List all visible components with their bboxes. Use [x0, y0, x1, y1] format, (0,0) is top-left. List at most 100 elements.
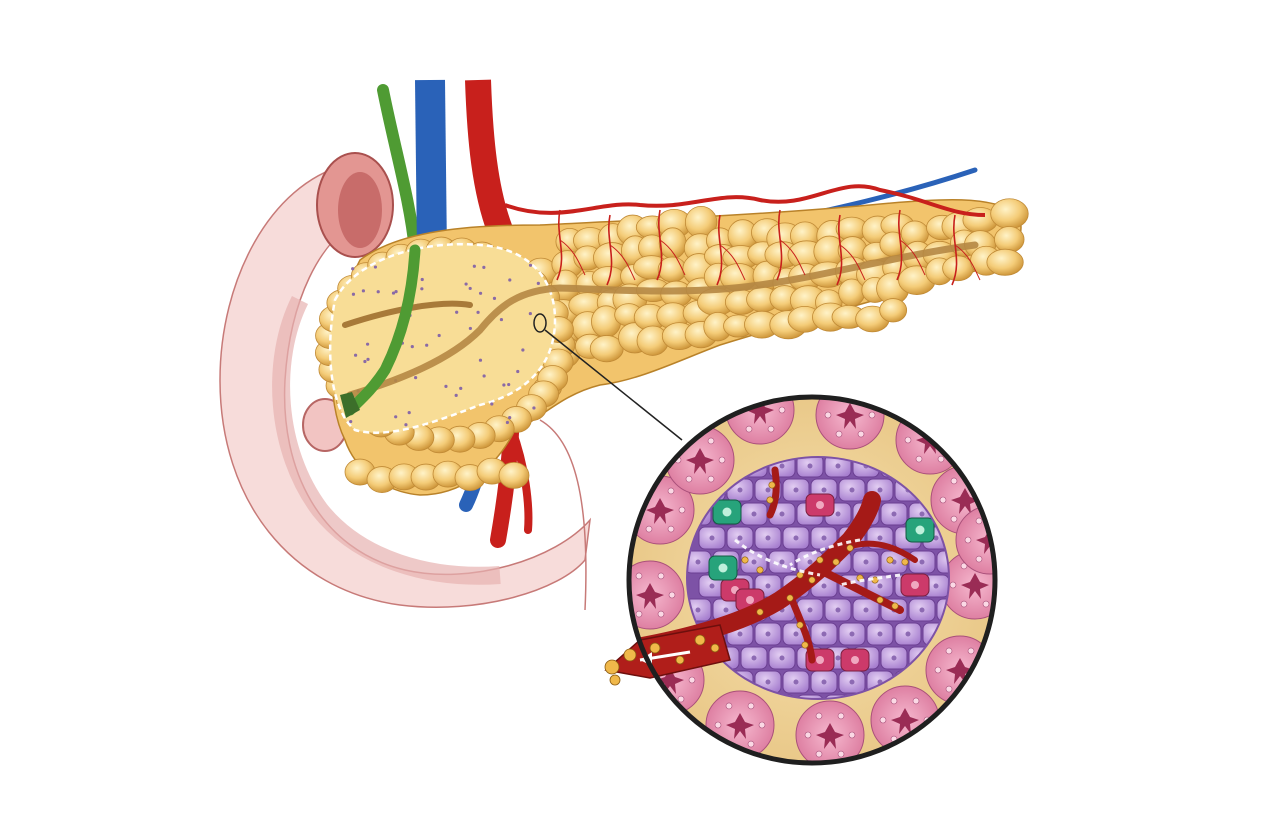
beta-cell-nucleus — [851, 656, 859, 664]
insulin-granule — [801, 641, 809, 649]
zymogen-granule — [915, 455, 923, 463]
stipple-dot — [476, 310, 480, 314]
zymogen-granule — [937, 455, 945, 463]
artery-twig — [609, 244, 636, 281]
stipple-dot — [351, 292, 356, 296]
stipple-dot — [353, 353, 358, 357]
zymogen-granule — [950, 515, 958, 523]
stipple-dot — [391, 291, 396, 295]
stipple-dot — [361, 289, 365, 293]
stipple-dot — [376, 290, 380, 294]
zymogen-granule — [677, 695, 685, 703]
stipple-dot — [365, 342, 370, 346]
stipple-dot — [478, 358, 483, 362]
stipple-dot — [468, 326, 472, 331]
stipple-dot — [508, 416, 512, 420]
duodenum-inner-fold — [272, 295, 501, 585]
stipple-dot — [407, 411, 411, 415]
islet-cell-nucleus — [709, 583, 715, 589]
zymogen-granule — [983, 496, 991, 504]
stipple-dot — [482, 265, 486, 269]
splenic-artery — [504, 184, 986, 217]
stipple-dot — [410, 345, 414, 349]
acinar-lumen — [656, 668, 684, 694]
stipple-dot — [508, 278, 512, 282]
zymogen-granule — [837, 750, 845, 758]
zymogen-granule — [707, 437, 715, 445]
artery-branch — [836, 214, 843, 286]
zymogen-granule — [718, 456, 726, 464]
islet-cell-nucleus — [779, 559, 785, 565]
stipple-dot — [351, 267, 355, 271]
insulin-granule — [816, 556, 824, 564]
islet-marker — [533, 313, 547, 333]
hepatic-artery — [465, 79, 513, 235]
stipple-dot — [394, 290, 398, 294]
duodenum-tail — [539, 419, 587, 611]
islet-cell-nucleus — [793, 631, 799, 637]
capillary-branch-2 — [786, 591, 816, 664]
islet-cell-nucleus — [751, 655, 757, 661]
delta-cell-nucleus — [722, 507, 732, 517]
stipple-dot — [454, 393, 458, 397]
insulin-granules — [741, 481, 909, 649]
outflow-granule — [710, 643, 720, 653]
islet-cell-nucleus — [835, 655, 841, 661]
islet-cell-nucleus — [877, 535, 883, 541]
zymogen-granule — [912, 697, 920, 705]
pancreas-lobule — [879, 298, 908, 323]
main-pancreatic-duct — [346, 241, 979, 399]
stipple-dot — [437, 333, 441, 338]
insulin-granule — [901, 558, 909, 566]
islet-cell-nucleus — [765, 631, 771, 637]
stipple-dot — [420, 287, 424, 291]
islet-cell-nucleus — [793, 535, 799, 541]
common-bile-duct — [344, 244, 421, 416]
stipple-dot — [490, 402, 494, 406]
islet-cell-nucleus — [919, 607, 925, 613]
islet-cell-nucleus — [709, 535, 715, 541]
stipple-dot — [482, 374, 486, 378]
islet-cell-nucleus — [737, 535, 743, 541]
accessory-duct — [342, 300, 473, 328]
zymogen-granule — [747, 702, 755, 710]
artery-twig — [559, 239, 586, 276]
artery-branch — [556, 209, 563, 281]
beta-cell-nucleus — [816, 656, 824, 664]
zymogen-granule — [835, 430, 843, 438]
zymogen-granule — [964, 536, 972, 544]
zymogen-granule — [939, 496, 947, 504]
islet-cell-nucleus — [863, 607, 869, 613]
acinar-lumen — [836, 403, 864, 429]
zymogen-granule — [665, 445, 673, 453]
islet-cell-nucleus — [807, 559, 813, 565]
stipple-dot — [528, 263, 533, 267]
zymogen-granule — [815, 750, 823, 758]
stipple-dot — [425, 343, 429, 347]
islet-cell-nucleus — [779, 511, 785, 517]
islet-cell-nucleus — [751, 559, 757, 565]
insulin-granule — [741, 556, 749, 564]
artery-branch — [656, 209, 663, 281]
zymogen-granule — [668, 591, 676, 599]
islet-cell-nucleus — [695, 559, 701, 565]
islet-cell-nucleus — [877, 487, 883, 493]
portal-vein — [415, 79, 447, 256]
outflow-granule — [623, 648, 637, 662]
acinar-lumen — [961, 573, 989, 599]
islet-cell-nucleus — [737, 631, 743, 637]
zymogen-granule — [688, 676, 696, 684]
zymogen-granule — [725, 702, 733, 710]
zymogen-granule — [655, 695, 663, 703]
stipple-dot — [394, 415, 398, 419]
zymogen-granule — [746, 388, 752, 394]
zymogen-granule — [972, 477, 980, 485]
artery-branch — [951, 214, 958, 286]
islet-cell-nucleus — [765, 487, 771, 493]
artery-branch — [896, 209, 903, 281]
islet-cell-nucleus — [905, 631, 911, 637]
stipple-dot — [516, 369, 520, 374]
acinar-lumen — [646, 498, 674, 524]
zymogen-granule — [678, 506, 686, 514]
